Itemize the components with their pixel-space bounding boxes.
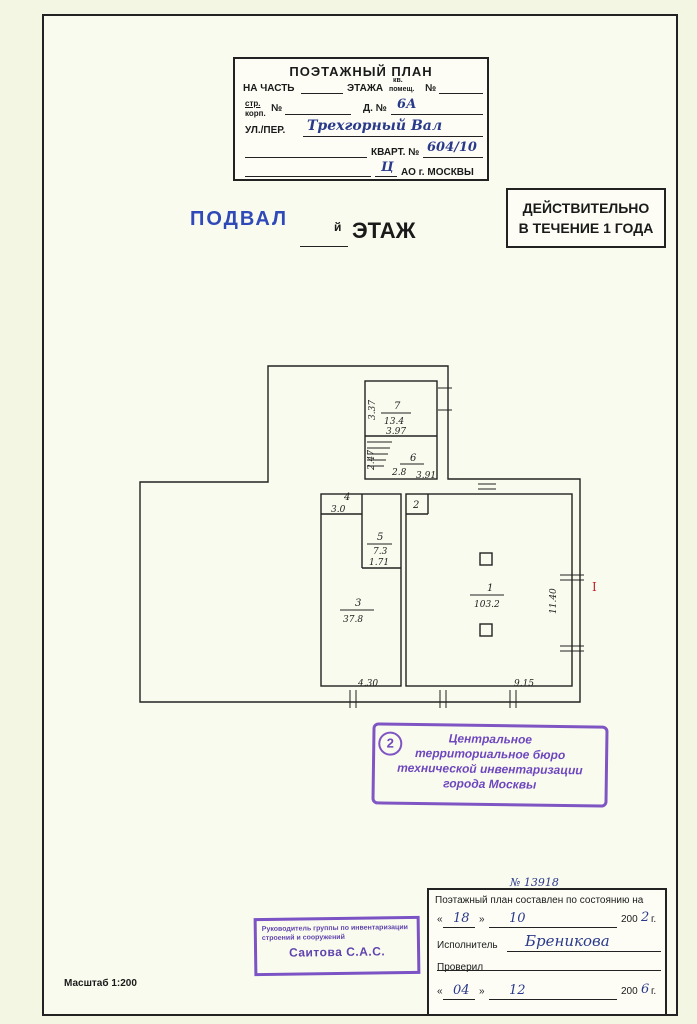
section-marker: I: [592, 580, 597, 594]
room-1-width: 9.15: [514, 679, 534, 689]
stair-block: [364, 380, 438, 480]
kvart-label: КВАРТ. №: [371, 147, 420, 158]
state-year-suffix-2: г.: [651, 986, 657, 997]
floor-label: ЭТАЖ: [352, 218, 416, 243]
column-1: [479, 552, 493, 566]
room-7-number: 7: [394, 401, 401, 412]
validity-line-1: ДЕЙСТВИТЕЛЬНО: [522, 200, 650, 216]
room-6-number-label: 6: [410, 453, 417, 464]
building-outline: [139, 365, 581, 703]
scale-label: Масштаб 1:200: [64, 978, 137, 989]
room-6-dim: 2.47: [367, 450, 377, 471]
plan-state-block: Поэтажный план составлен по состоянию на…: [427, 888, 667, 1016]
floor-plan-header: ПОЭТАЖНЫЙ ПЛАН НА ЧАСТЬ ЭТАЖА кв. помещ.…: [233, 57, 489, 181]
state-year-digit-1: 2: [641, 910, 650, 925]
room-3-number: 3: [355, 598, 361, 609]
street-rule: [303, 136, 483, 137]
state-day-1: 18: [453, 911, 470, 926]
column-2: [479, 623, 493, 637]
room-1-number: 1: [487, 583, 493, 594]
state-month-2: 12: [509, 983, 526, 998]
ao-label: АО г. МОСКВЫ: [401, 167, 474, 178]
state-day-2: 04: [453, 983, 470, 998]
blank-rule-1: [245, 157, 367, 158]
d-value: 6А: [397, 97, 417, 112]
pomesh-label: помещ.: [389, 86, 415, 93]
kv-no-label: №: [425, 83, 437, 94]
bti-stamp-line-3: технической инвентаризации: [397, 760, 583, 778]
room-4-number: 4: [343, 492, 350, 503]
room-7-area: 13.4: [384, 417, 404, 427]
room-6-area: 2.8: [391, 468, 407, 478]
room-3-area: 37.8: [343, 615, 363, 625]
room-5-dim: 1.71: [369, 558, 389, 568]
state-month-1: 10: [509, 911, 526, 926]
part-label: НА ЧАСТЬ: [243, 83, 295, 94]
room-2-number: 2: [412, 500, 419, 511]
room-3-width: 4.30: [357, 679, 378, 689]
kvart-value: 604/10: [427, 140, 477, 155]
room-3-outline: [320, 493, 402, 687]
d-label: Д. №: [363, 103, 387, 114]
kv-label: кв.: [393, 77, 403, 84]
room-5-area: 7.3: [373, 547, 388, 557]
head-stamp-name: Саитова С.А.С.: [288, 944, 386, 960]
document-number: № 13918: [510, 876, 559, 889]
extra-dimension: 3.91: [416, 471, 436, 481]
executor-signature: Бреникова: [525, 932, 610, 950]
bti-stamp: 2 Центральное территориальное бюро техни…: [371, 722, 609, 808]
room-5-number: 5: [377, 532, 383, 543]
blank-rule-2: [245, 176, 371, 177]
state-year-prefix-1: 200: [621, 914, 638, 925]
head-stamp-line-2: строений и сооружений: [261, 933, 345, 943]
ao-value: Ц: [381, 160, 394, 175]
str-no-label: №: [271, 103, 283, 114]
room-7-width: 3.97: [386, 427, 406, 437]
kvart-rule: [423, 157, 483, 158]
str-rule: [285, 114, 351, 115]
floor-label: ЭТАЖА: [347, 83, 384, 94]
part-rule: [301, 93, 343, 94]
basement-stamp: ПОДВАЛ: [190, 208, 289, 230]
street-label: УЛ./ПЕР.: [245, 125, 286, 136]
executor-label: Исполнитель: [437, 940, 498, 951]
room-1-outline: [405, 493, 573, 687]
floor-number-rule: [300, 246, 348, 247]
room-1-area: 103.2: [474, 600, 500, 610]
validity-notice: ДЕЙСТВИТЕЛЬНО В ТЕЧЕНИЕ 1 ГОДА: [506, 188, 666, 248]
state-year-digit-2: 6: [641, 982, 650, 997]
header-title: ПОЭТАЖНЫЙ ПЛАН: [289, 64, 433, 79]
room-4-area: 3.0: [331, 505, 346, 515]
d-rule: [391, 114, 483, 115]
street-value: Трехгорный Вал: [307, 118, 443, 134]
ao-rule: [375, 176, 397, 177]
floor-number-suffix: й: [334, 220, 342, 234]
head-of-group-stamp: Руководитель группы по инвентаризации ст…: [253, 915, 421, 977]
state-year-prefix-2: 200: [621, 986, 638, 997]
korp-label: корп.: [245, 109, 266, 118]
str-label: стр.: [245, 99, 261, 108]
checked-label: Проверил: [437, 962, 484, 973]
state-year-suffix-1: г.: [651, 914, 657, 925]
state-title: Поэтажный план составлен по состоянию на: [435, 895, 644, 906]
room-1-height: 11.40: [549, 588, 559, 614]
validity-line-2: В ТЕЧЕНИЕ 1 ГОДА: [518, 220, 654, 236]
kv-rule: [439, 93, 483, 94]
room-7-height: 3.37: [368, 400, 378, 420]
